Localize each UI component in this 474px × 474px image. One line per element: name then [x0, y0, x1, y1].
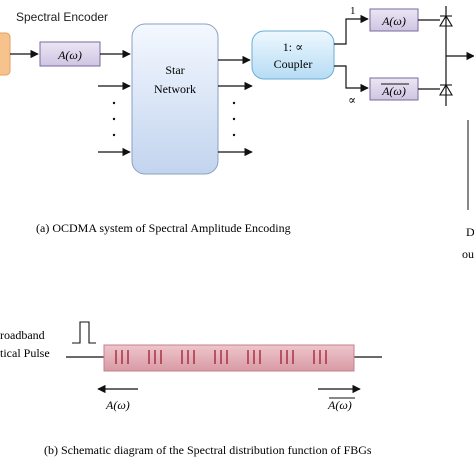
left-spectrum-label: A(ω) [105, 398, 130, 412]
input-pulse-icon [72, 321, 96, 344]
source-block-partial [0, 32, 11, 76]
cut-off-text-1: D [466, 225, 474, 239]
coupler-ratio-label: 1: ∝ [283, 40, 303, 54]
upper-decoder-filter-label: A(ω) [381, 14, 406, 28]
cut-off-text-2: ou [462, 247, 474, 261]
balanced-detector [439, 6, 474, 210]
spectral-encoder-label: Spectral Encoder [16, 10, 108, 24]
coupler-lower-branch [334, 65, 369, 93]
star-network-label-line2: Network [154, 82, 196, 96]
star-network-label-line1: Star [165, 63, 184, 77]
lower-branch-ratio: ∝ [348, 93, 356, 107]
star-network-box [131, 23, 219, 175]
caption-a: (a) OCDMA system of Spectral Amplitude E… [36, 221, 291, 235]
encoder-filter-label: A(ω) [57, 48, 82, 62]
upper-branch-ratio: 1 [350, 5, 356, 17]
coupler-box [251, 30, 335, 80]
star-output-ellipsis [232, 101, 236, 137]
caption-b: (b) Schematic diagram of the Spectral di… [44, 443, 372, 457]
upper-photodiode-icon [439, 14, 453, 27]
broadband-label-line2: tical Pulse [0, 346, 50, 360]
lower-photodiode-icon [439, 83, 453, 96]
panel-b: roadband tical Pulse A(ω) A(ω) (b) Schem… [0, 321, 382, 457]
panel-a: Spectral Encoder A(ω) Star Network [0, 5, 474, 261]
coupler-upper-branch [334, 14, 369, 45]
lower-decoder-filter-label: A(ω) [381, 84, 406, 98]
coupler-label: Coupler [274, 57, 313, 71]
broadband-label-line1: roadband [0, 328, 45, 342]
fbg-array [103, 344, 355, 372]
star-input-ellipsis [112, 101, 116, 137]
fbg-gratings [115, 350, 327, 364]
right-spectrum-label: A(ω) [327, 398, 352, 412]
